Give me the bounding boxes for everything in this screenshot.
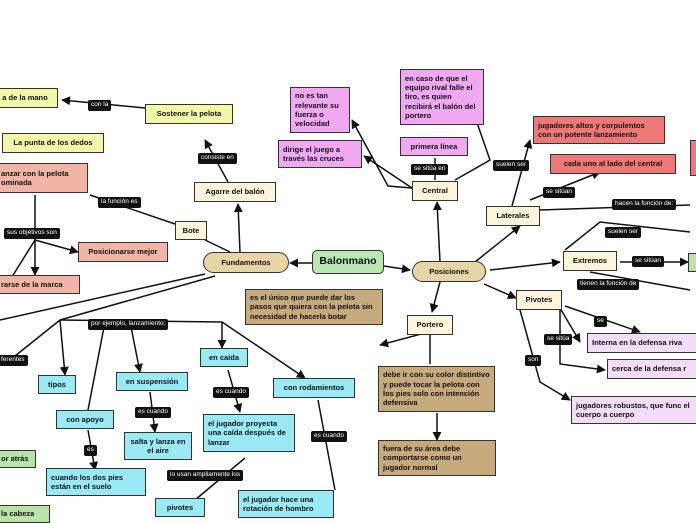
proyecta-node[interactable]: el jugador proyecta una caída después de… [203, 414, 295, 452]
punta-node[interactable]: La punta de los dedos [2, 133, 104, 153]
label-se-situan-2: se sitúan [632, 256, 665, 267]
label-ferentes: ferentes [0, 355, 28, 366]
fundamentos-node[interactable]: Fundamentos [203, 252, 289, 273]
label-tienen-la-funcion: tienen la función de [577, 279, 640, 290]
posicionarse-mejor-node[interactable]: Posicionarse mejor [78, 242, 168, 262]
unico-node[interactable]: es el único que puede dar los pasos que … [245, 289, 383, 325]
sostener-node[interactable]: Sostener la pelota [145, 104, 233, 124]
or-atras-node[interactable]: or atrás [0, 450, 36, 468]
pivotes-small-node[interactable]: pivotes [155, 498, 205, 517]
en-suspension-node[interactable]: en suspensión [116, 372, 188, 391]
agarre-node[interactable]: Agarre del balón [194, 182, 276, 202]
label-se: se [594, 316, 607, 327]
laterales-node[interactable]: Laterales [486, 206, 540, 226]
bote-node[interactable]: Bote [175, 221, 207, 240]
label-hacen-la-funcion: hacen la función de: [612, 199, 677, 210]
red-edge-node[interactable] [690, 140, 696, 176]
en-caso-node[interactable]: en caso de que el equipo rival falle el … [400, 69, 484, 125]
posiciones-node[interactable]: Posiciones [412, 261, 486, 282]
no-tan-relevante-node[interactable]: no es tan relevante su fuerza o velocida… [290, 87, 350, 133]
balonmano-root[interactable]: Balonmano [312, 250, 384, 274]
label-lo-usan: lo usan ampliamente los [167, 470, 244, 481]
label-son: son [525, 355, 542, 366]
tipos-node[interactable]: tipos [38, 375, 76, 394]
marca-node[interactable]: rarse de la marca [0, 275, 80, 294]
con-apoyo-node[interactable]: con apoyo [56, 410, 114, 429]
label-consiste-en: consiste en [198, 153, 237, 164]
fuera-node[interactable]: fuera de su área debe comportarse como u… [378, 440, 496, 476]
label-es-cuando-2: es cuando [213, 387, 249, 398]
rotacion-node[interactable]: el jugador hace una rotación de hombro [238, 490, 334, 518]
central-node[interactable]: Central [412, 181, 458, 201]
label-se-situa: se sitúa [544, 334, 573, 345]
altos-node[interactable]: jugadores altos y corpulentos con un pot… [533, 116, 665, 144]
portero-node[interactable]: Portero [407, 315, 453, 335]
robustos-node[interactable]: jugadores robustos, que func el cuerpo a… [571, 396, 696, 424]
green-edge-node[interactable] [688, 253, 696, 272]
extremos-node[interactable]: Extremos [563, 251, 617, 271]
label-se-situa-en: se sitúa en [411, 164, 449, 175]
label-es-cuando-3: es cuando [311, 431, 347, 442]
label-suelen-ser-2: suelen ser [605, 227, 641, 238]
dirige-node[interactable]: dirige el juego a través las cruces [278, 140, 362, 168]
label-con-la: con la [88, 100, 112, 111]
label-suelen-ser: suelen ser [493, 160, 529, 171]
label-por-ejemplo: por ejemplo, lanzamiento: [88, 319, 169, 330]
debe-node[interactable]: debe ir con su color distintivo y puede … [378, 366, 495, 412]
salta-node[interactable]: salta y lanza en el aire [124, 432, 192, 460]
label-sus-objetivos: sus objetivos son [4, 228, 60, 239]
cerca-node[interactable]: cerca de la defensa r [607, 359, 696, 379]
pies-suelo-node[interactable]: cuando los dos pies están en el suelo [46, 468, 146, 496]
label-es-cuando-1: es cuando [135, 407, 171, 418]
palma-node[interactable]: a de la mano [0, 88, 58, 108]
primera-linea-node[interactable]: primera línea [400, 137, 468, 156]
label-la-funcion-es: la función es [98, 197, 141, 208]
pivotes-node[interactable]: Pivotes [516, 290, 562, 310]
label-es: es [84, 445, 97, 456]
interna-node[interactable]: Interna en la defensa riva [587, 333, 696, 353]
label-se-situan: se sitúan [543, 187, 576, 198]
la-cabeza-node[interactable]: la cabeza [0, 505, 50, 523]
con-rodamientos-node[interactable]: con rodamientos [273, 378, 355, 398]
cada-uno-node[interactable]: cada uno al lado del central [550, 154, 676, 174]
en-caida-node[interactable]: en caída [200, 348, 248, 367]
lanzar-pelota-node[interactable]: anzar con la pelota ominada [0, 163, 88, 193]
